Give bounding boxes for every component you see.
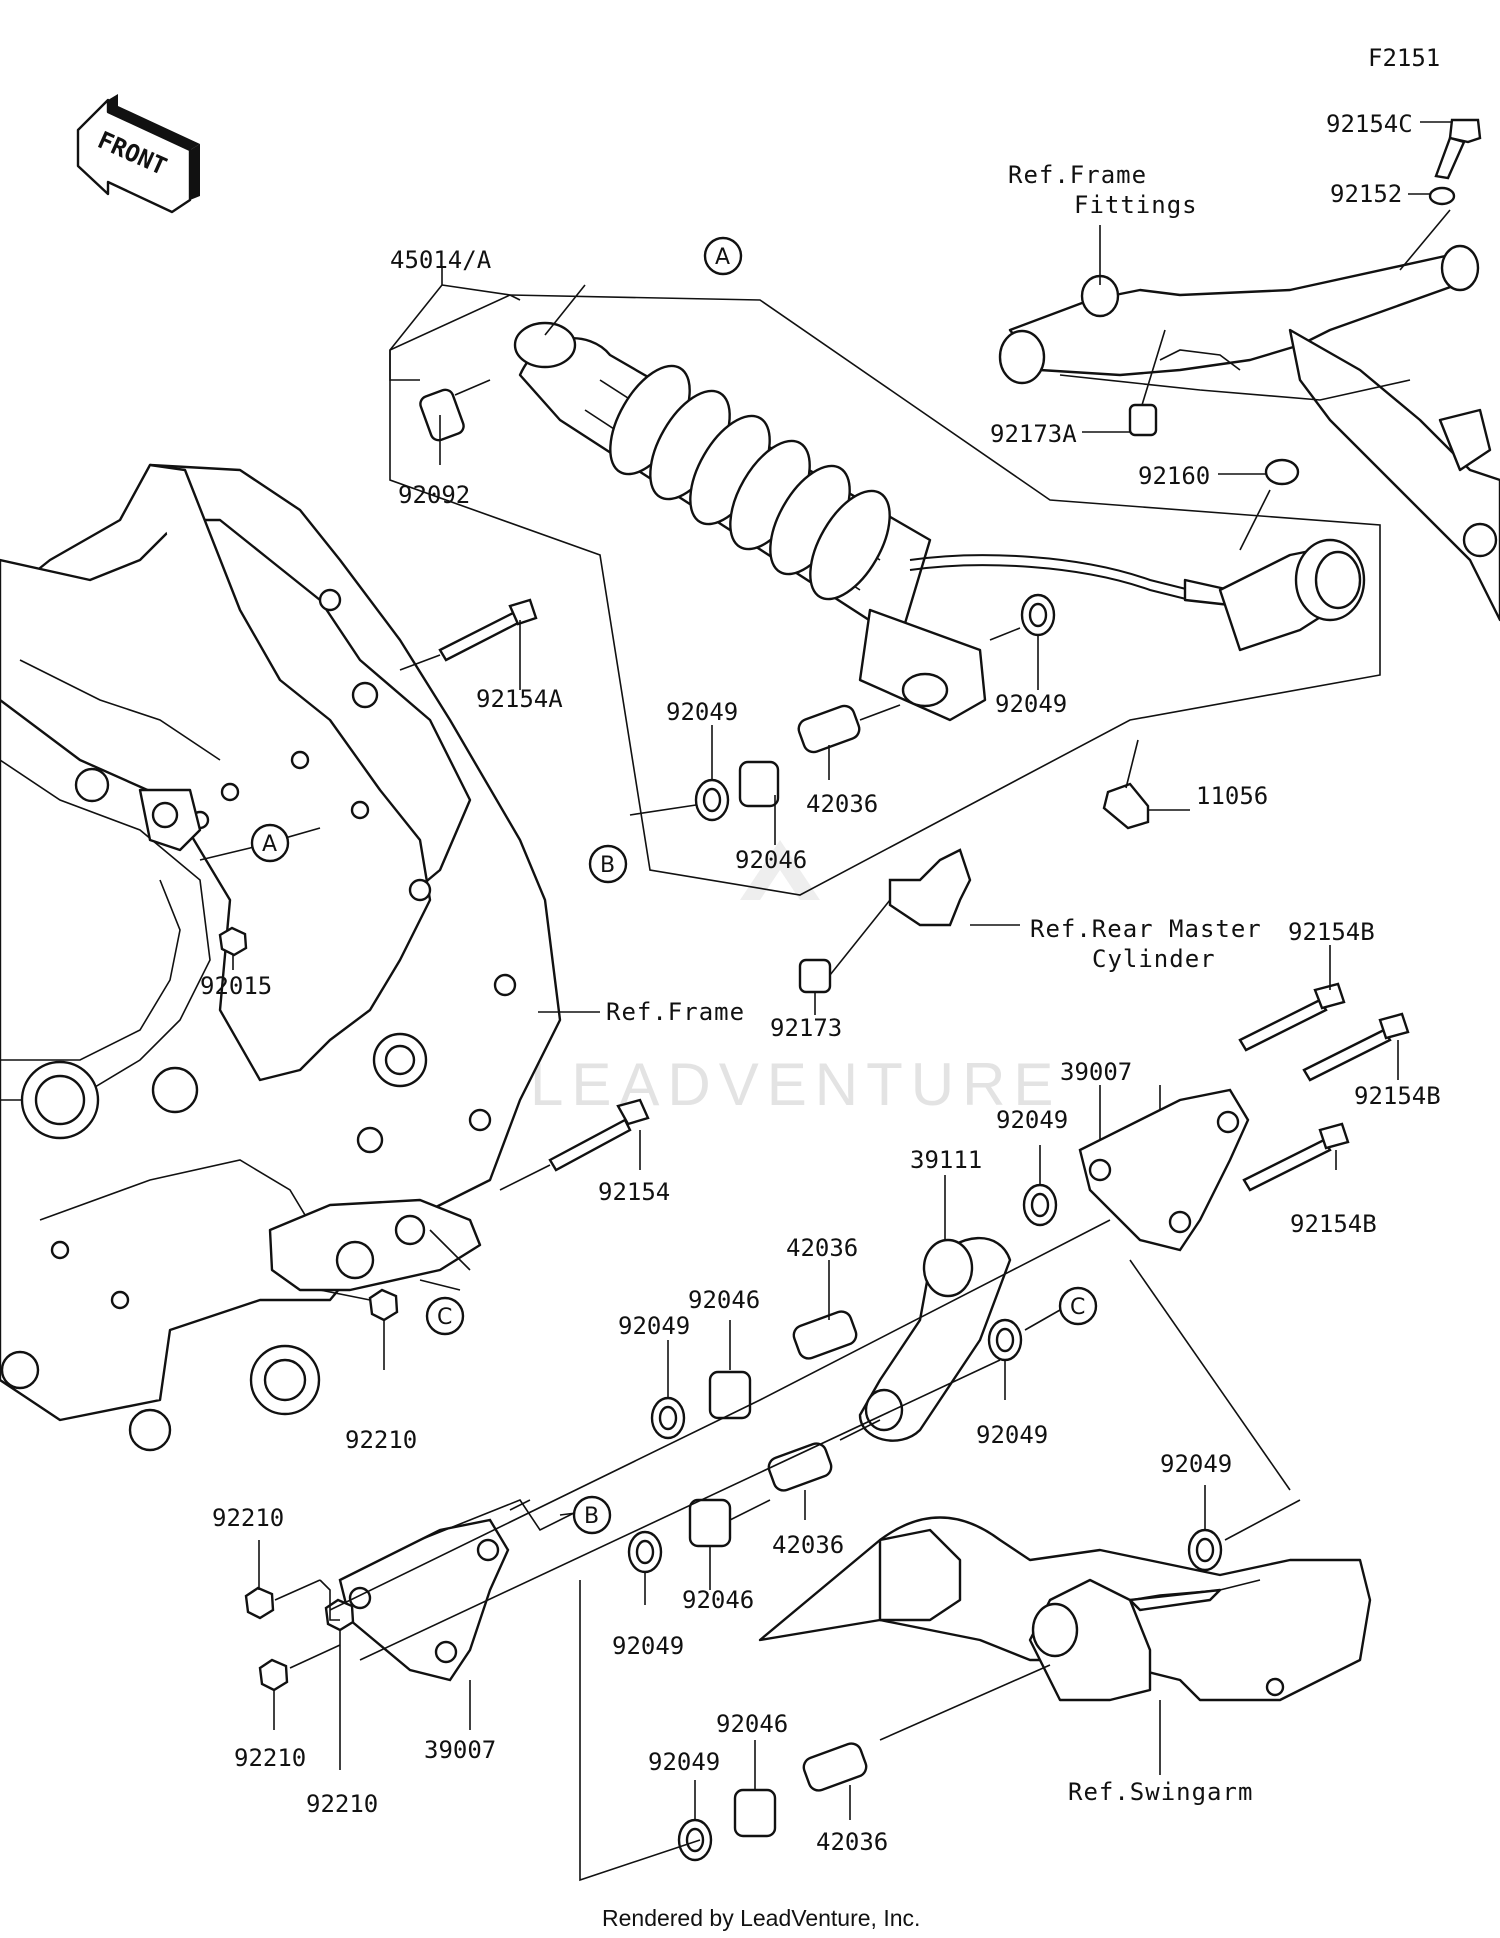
part-label: 92210 (345, 1426, 417, 1454)
frame-fittings (998, 244, 1500, 622)
part-label: 42036 (772, 1531, 844, 1559)
part-label: 92152 (1330, 180, 1402, 208)
part-labels: 45014/A 92092 92154C 92152 92173A 92160 … (200, 110, 1441, 1856)
main-frame (0, 463, 562, 1452)
leader-lines (199, 121, 1452, 1882)
part-label: 92173A (990, 420, 1077, 448)
part-label: 92210 (234, 1744, 306, 1772)
part-label: 92210 (212, 1504, 284, 1532)
part-label: 42036 (816, 1828, 888, 1856)
part-label: 92154B (1290, 1210, 1377, 1238)
part-label: 92154 (598, 1178, 670, 1206)
ref-frame-fittings-line2: Fittings (1074, 191, 1198, 219)
shock-absorber (513, 321, 1366, 722)
part-label: 92046 (682, 1586, 754, 1614)
part-label: 92154C (1326, 110, 1413, 138)
ref-frame: Ref.Frame (606, 998, 745, 1026)
part-label: 92173 (770, 1014, 842, 1042)
ref-rear-master-line1: Ref.Rear Master (1030, 915, 1262, 943)
part-label: 92046 (735, 846, 807, 874)
part-label: 92049 (976, 1421, 1048, 1449)
part-label: 92015 (200, 972, 272, 1000)
callout-a-left: A (250, 823, 290, 863)
part-label: 39007 (1060, 1058, 1132, 1086)
part-label: 92049 (648, 1748, 720, 1776)
part-label: 92092 (398, 481, 470, 509)
ref-swingarm: Ref.Swingarm (1068, 1778, 1253, 1806)
callout-b-lower-label: B (584, 1504, 599, 1529)
part-label: 92049 (996, 1106, 1068, 1134)
part-label: 92049 (995, 690, 1067, 718)
front-arrow-icon: FRONT (76, 94, 200, 214)
part-label: 92046 (716, 1710, 788, 1738)
part-label: 92160 (1138, 462, 1210, 490)
part-label: 92049 (612, 1632, 684, 1660)
part-label: 39111 (910, 1146, 982, 1174)
callout-c-right-label: C (1070, 1295, 1085, 1320)
ref-rear-master-line2: Cylinder (1092, 945, 1216, 973)
diagram-id: F2151 (1368, 44, 1440, 72)
part-label: 92154B (1354, 1082, 1441, 1110)
callouts: A A B B C C (250, 236, 1098, 1535)
callout-b-upper-label: B (600, 853, 615, 878)
part-label: 92154A (476, 685, 563, 713)
part-label: 92046 (688, 1286, 760, 1314)
part-label: 92210 (306, 1790, 378, 1818)
part-label: 92049 (1160, 1450, 1232, 1478)
callout-c-left: C (425, 1296, 465, 1336)
watermark-text: LEADVENTURE (530, 1051, 1061, 1118)
part-label: 39007 (424, 1736, 496, 1764)
small-parts (218, 118, 1482, 1862)
callout-c-left-label: C (437, 1305, 452, 1330)
part-label: 45014/A (390, 246, 492, 274)
part-label: 11056 (1196, 782, 1268, 810)
swingarm (758, 1516, 1372, 1702)
callout-a-top-label: A (715, 245, 730, 270)
callout-a-left-label: A (262, 832, 277, 857)
callout-c-right: C (1058, 1286, 1098, 1326)
ref-frame-fittings-line1: Ref.Frame (1008, 161, 1147, 189)
callout-b-upper: B (588, 844, 628, 884)
part-label: 42036 (806, 790, 878, 818)
footer-credit: Rendered by LeadVenture, Inc. (602, 1905, 920, 1931)
part-label: 92049 (618, 1312, 690, 1340)
callout-a-top: A (703, 236, 743, 276)
part-label: 42036 (786, 1234, 858, 1262)
part-label: 92049 (666, 698, 738, 726)
part-label: 92154B (1288, 918, 1375, 946)
reference-labels: Ref.Frame Fittings Ref.Rear Master Cylin… (606, 161, 1262, 1806)
callout-b-lower: B (572, 1495, 612, 1535)
